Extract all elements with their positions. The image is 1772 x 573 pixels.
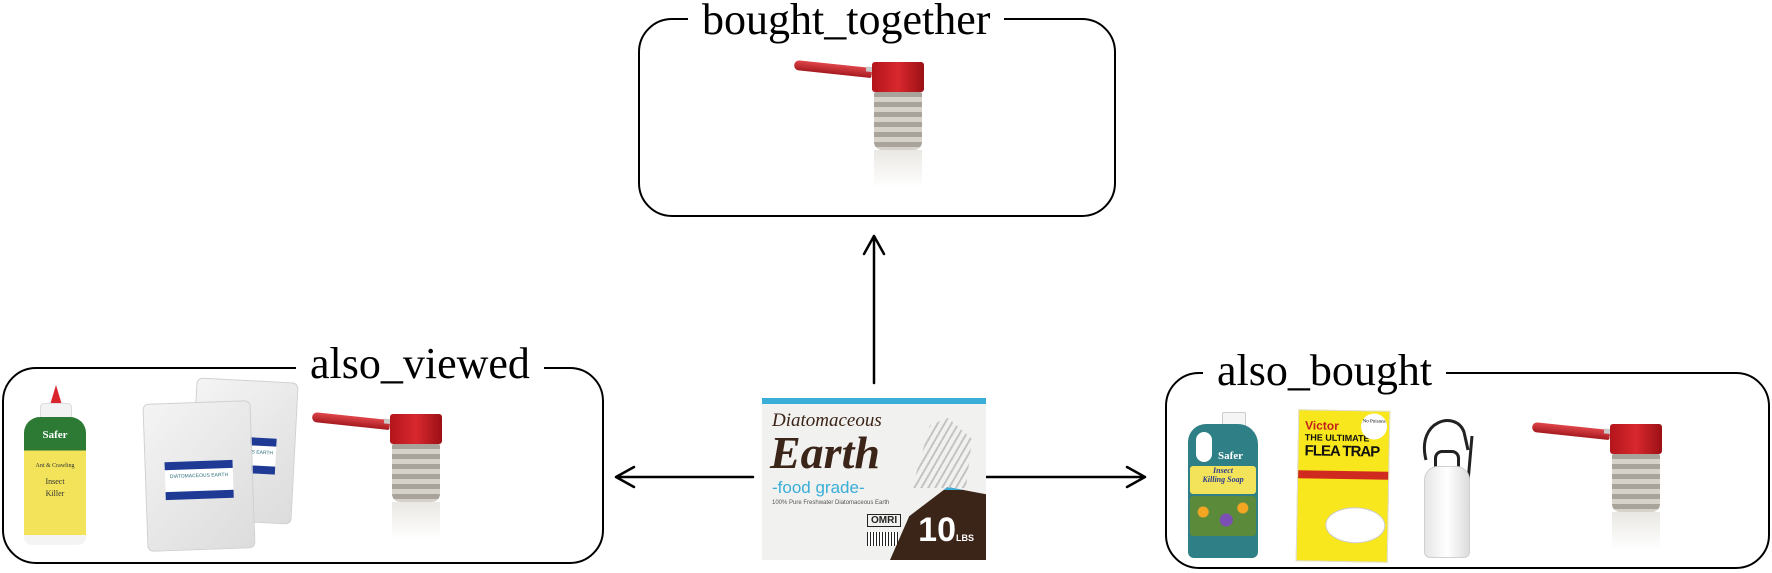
sprayer-handle [1434, 450, 1460, 467]
jug-body: Safer Insect Killing Soap [1188, 424, 1258, 558]
bottle-body: Safer Ant & Crawling Insect Killer [24, 417, 86, 545]
group-label-also-bought: also_bought [1203, 349, 1447, 393]
trap-image [1325, 506, 1386, 544]
arrow-to-also-viewed [614, 465, 755, 489]
center-product-diatomaceous-earth: Diatomaceous Earth -food grade- 100% Pur… [762, 398, 986, 560]
product-line3: Killer [45, 489, 65, 498]
jug-handle [1196, 432, 1212, 462]
brand-text: Safer [42, 429, 68, 441]
product-bellows-duster [1531, 418, 1672, 558]
center-barcode [867, 532, 899, 546]
no-poisons-badge: No Poisons [1360, 413, 1388, 440]
product-de-bags: DIATOMACEOUS EARTH DIATOMACEOUS EARTH [142, 377, 299, 552]
center-title2: Earth [770, 427, 880, 478]
center-wheat-icon [912, 418, 972, 488]
center-cert: OMRI [867, 514, 902, 527]
product-safer-insect-soap: Safer Insect Killing Soap [1188, 412, 1258, 560]
soap-label: Insect Killing Soap [1190, 466, 1256, 494]
product-pump-sprayer [1416, 410, 1486, 560]
center-tagline: 100% Pure Freshwater Diatomaceous Earth [772, 500, 890, 506]
group-also-viewed [2, 367, 604, 564]
group-label-bought-together: bought_together [688, 0, 1005, 42]
group-label-also-viewed: also_viewed [296, 342, 544, 386]
flowers [1190, 496, 1256, 536]
arrow-to-bought-together [862, 234, 886, 385]
brand-text: Safer [1218, 450, 1244, 462]
group-also-bought [1165, 372, 1770, 569]
red-stripe [1298, 470, 1389, 480]
cap [872, 62, 924, 92]
center-subtitle: -food grade- [772, 478, 865, 497]
product-safer-insect-killer: Safer Ant & Crawling Insect Killer [22, 385, 88, 550]
nozzle [793, 59, 873, 79]
bellows-body [874, 92, 922, 150]
reflection [874, 150, 922, 188]
bottle-tip [50, 385, 62, 405]
product-line2: Insect [45, 477, 65, 486]
bag-front: DIATOMACEOUS EARTH [142, 400, 256, 552]
sprayer-tank [1424, 466, 1470, 558]
product-bellows-duster [311, 408, 452, 548]
arrow-to-also-bought [983, 465, 1147, 489]
center-title1: Diatomaceous [772, 410, 882, 431]
product-bellows-duster [793, 56, 934, 196]
product-victor-flea-trap: Victor THE ULTIMATE FLEA TRAP No Poisons [1295, 409, 1391, 563]
center-weight: 10LBS [918, 511, 974, 549]
product-line1: Ant & Crawling [35, 463, 75, 469]
